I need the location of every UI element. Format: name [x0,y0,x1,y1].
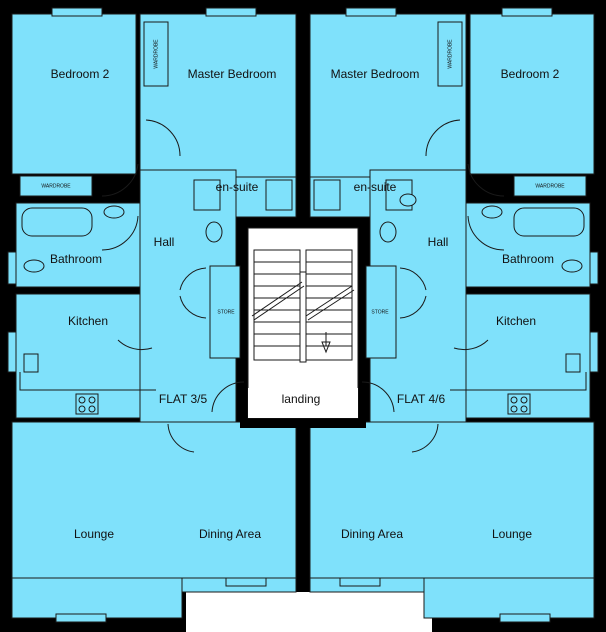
label-kitchen-right: Kitchen [496,314,536,328]
wardrobe-label-bed2-right: WARDROBE [535,183,565,189]
label-bathroom-right: Bathroom [502,252,554,266]
label-dining-area-left: Dining Area [199,527,261,541]
store-label-right: STORE [371,309,389,315]
wardrobe-label-master-right: WARDROBE [447,39,453,69]
room-lounge-right [309,421,595,579]
label-flat-left: FLAT 3/5 [159,392,208,406]
label-ensuite-left: en-suite [216,180,259,194]
label-lounge-right: Lounge [492,527,532,541]
wardrobes [19,21,587,197]
label-landing: landing [282,392,321,406]
label-bedroom2-left: Bedroom 2 [51,67,110,81]
label-bedroom2-right: Bedroom 2 [501,67,560,81]
label-flat-right: FLAT 4/6 [397,392,446,406]
room-bedroom2-right [469,13,595,175]
stair-core [247,227,359,419]
fixtures [19,179,587,415]
stairs [251,249,355,363]
label-master-bedroom-left: Master Bedroom [188,67,277,81]
label-dining-area-right: Dining Area [341,527,403,541]
landing-area [248,388,358,418]
entrance-court [186,592,432,632]
label-hall-left: Hall [154,235,175,249]
room-lounge-left [11,421,297,579]
label-master-bedroom-right: Master Bedroom [331,67,420,81]
label-ensuite-right: en-suite [354,180,397,194]
room-lounge-right-lower [423,577,595,619]
label-lounge-left: Lounge [74,527,114,541]
store-label-left: STORE [217,309,235,315]
store-right [365,265,397,359]
room-lounge-left-lower [11,577,183,619]
windows [7,7,599,623]
label-hall-right: Hall [428,235,449,249]
room-bedroom2-left [11,13,137,175]
label-kitchen-left: Kitchen [68,314,108,328]
label-bathroom-left: Bathroom [50,252,102,266]
store-left [209,265,241,359]
door-swings [101,119,505,453]
wardrobe-label-bed2-left: WARDROBE [41,183,71,189]
wardrobe-label-master-left: WARDROBE [153,39,159,69]
